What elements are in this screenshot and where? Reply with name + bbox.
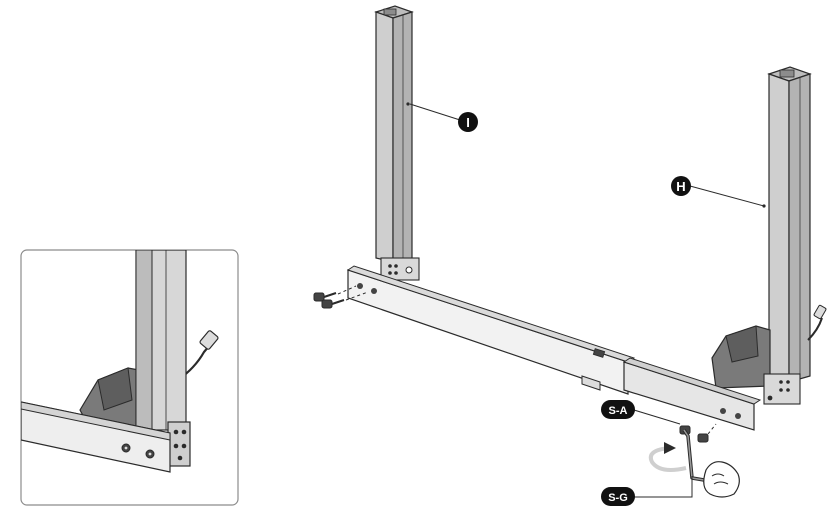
label-hex-key-sg: S-G	[601, 487, 635, 506]
cross-bar	[346, 265, 762, 431]
leg-i	[374, 5, 420, 281]
label-leg-i: I	[458, 112, 478, 132]
svg-text:S-A: S-A	[609, 405, 628, 417]
hand-icon	[703, 461, 740, 498]
svg-text:S-G: S-G	[608, 492, 628, 504]
svg-text:I: I	[466, 115, 470, 130]
leg-h	[711, 66, 827, 405]
screw-icon	[313, 285, 717, 443]
rotation-arrow-icon	[648, 442, 687, 472]
detail-inset	[20, 249, 239, 506]
svg-text:H: H	[676, 179, 685, 194]
label-screw-sa: S-A	[601, 400, 635, 419]
label-leg-h: H	[671, 176, 691, 196]
